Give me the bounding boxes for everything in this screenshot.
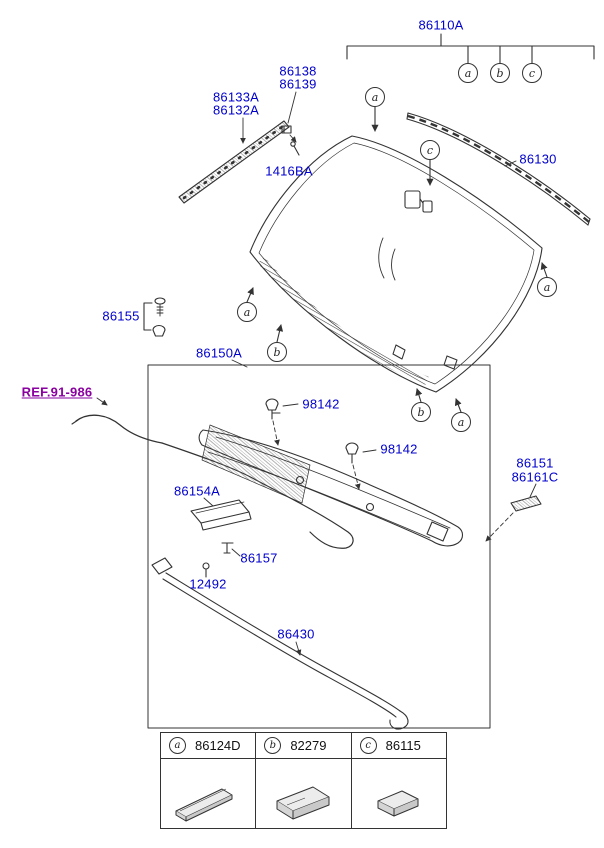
callout-letter: a <box>464 66 472 80</box>
callout-b-left: b <box>267 342 287 362</box>
cowl-box-frame <box>147 364 491 729</box>
callout-letter: a <box>543 280 551 294</box>
bracket-86151-drawing <box>485 483 542 542</box>
callout-letter: b <box>417 405 425 419</box>
windshield-assy-bracket <box>346 33 595 64</box>
callout-letter: c <box>528 66 536 80</box>
callout-a-left: a <box>237 302 257 322</box>
windshield-glass-drawing <box>249 135 543 393</box>
label-86151: 86151 <box>516 455 554 471</box>
label-86133A: 86133A <box>212 89 260 105</box>
legend-header-c: c 86115 <box>351 733 447 759</box>
legend-illustration-a <box>161 759 257 829</box>
label-86138: 86138 <box>279 63 317 79</box>
callout-leader-arrows <box>246 106 548 413</box>
part-86115-drawing <box>377 790 419 816</box>
label-86161C: 86161C <box>511 469 559 485</box>
label-1416BA: 1416BA <box>265 163 313 179</box>
washer-nozzle-lower-drawing <box>345 442 377 490</box>
screw-1416ba <box>290 141 296 147</box>
cowl-grille-drawing <box>198 424 464 547</box>
callout-letter: a <box>371 90 379 104</box>
callout-b-legend: b <box>264 737 282 754</box>
washer-nozzle-upper-drawing <box>265 398 299 446</box>
label-86157: 86157 <box>240 550 278 566</box>
label-86110A: 86110A <box>418 17 464 33</box>
callout-letter: b <box>273 345 281 359</box>
cover-86154-drawing <box>190 497 252 531</box>
label-98142-lower: 98142 <box>380 441 418 457</box>
callout-a-right: a <box>537 277 557 297</box>
legend-table: a 86124D b 82279 c 86115 <box>160 732 447 829</box>
label-86430: 86430 <box>277 626 315 642</box>
legend-part-number-a: 86124D <box>195 738 241 753</box>
callout-c-mirror: c <box>420 140 440 160</box>
part-82279-drawing <box>276 786 330 819</box>
bolt-86155-drawing <box>143 297 166 337</box>
label-86130: 86130 <box>519 151 557 167</box>
callout-letter: c <box>426 143 434 157</box>
legend-part-number-b: 82279 <box>290 738 327 753</box>
molding-86132-drawing <box>178 117 290 204</box>
callout-c-top: c <box>522 63 542 83</box>
legend-illustration-b <box>256 759 352 829</box>
weatherstrip-86430-drawing <box>151 557 409 730</box>
label-86155: 86155 <box>102 308 140 324</box>
label-12492: 12492 <box>189 576 227 592</box>
callout-a-glass-top: a <box>365 87 385 107</box>
callout-b-bottom: b <box>411 402 431 422</box>
label-98142-upper: 98142 <box>302 396 340 412</box>
label-86132A: 86132A <box>212 102 260 118</box>
callout-letter: b <box>496 66 504 80</box>
label-86139: 86139 <box>279 76 317 92</box>
cowl-assy-leader <box>231 359 248 368</box>
label-86154A: 86154A <box>173 483 221 499</box>
molding-86130-drawing <box>406 112 591 226</box>
mirror-mount-bracket <box>404 190 421 209</box>
fastener-12492-drawing <box>202 562 210 578</box>
clip-86157-drawing <box>221 542 241 557</box>
part-86124D-drawing <box>175 788 233 821</box>
legend-header-b: b 82279 <box>256 733 352 759</box>
legend-part-number-c: 86115 <box>385 738 421 753</box>
callout-a-bottom: a <box>451 412 471 432</box>
callout-a-legend: a <box>169 737 186 754</box>
callout-letter: a <box>243 305 251 319</box>
clip-86138-drawing <box>281 91 300 156</box>
callout-c-legend: c <box>359 737 377 754</box>
callout-letter: a <box>457 415 465 429</box>
callout-a-top: a <box>458 63 478 83</box>
label-86150A: 86150A <box>195 345 243 361</box>
legend-illustration-c <box>351 759 447 829</box>
ref-link-91-986[interactable]: REF.91-986 <box>21 384 93 400</box>
callout-b-top: b <box>490 63 510 83</box>
legend-header-a: a 86124D <box>161 733 257 759</box>
washer-hose-drawing <box>71 397 354 549</box>
